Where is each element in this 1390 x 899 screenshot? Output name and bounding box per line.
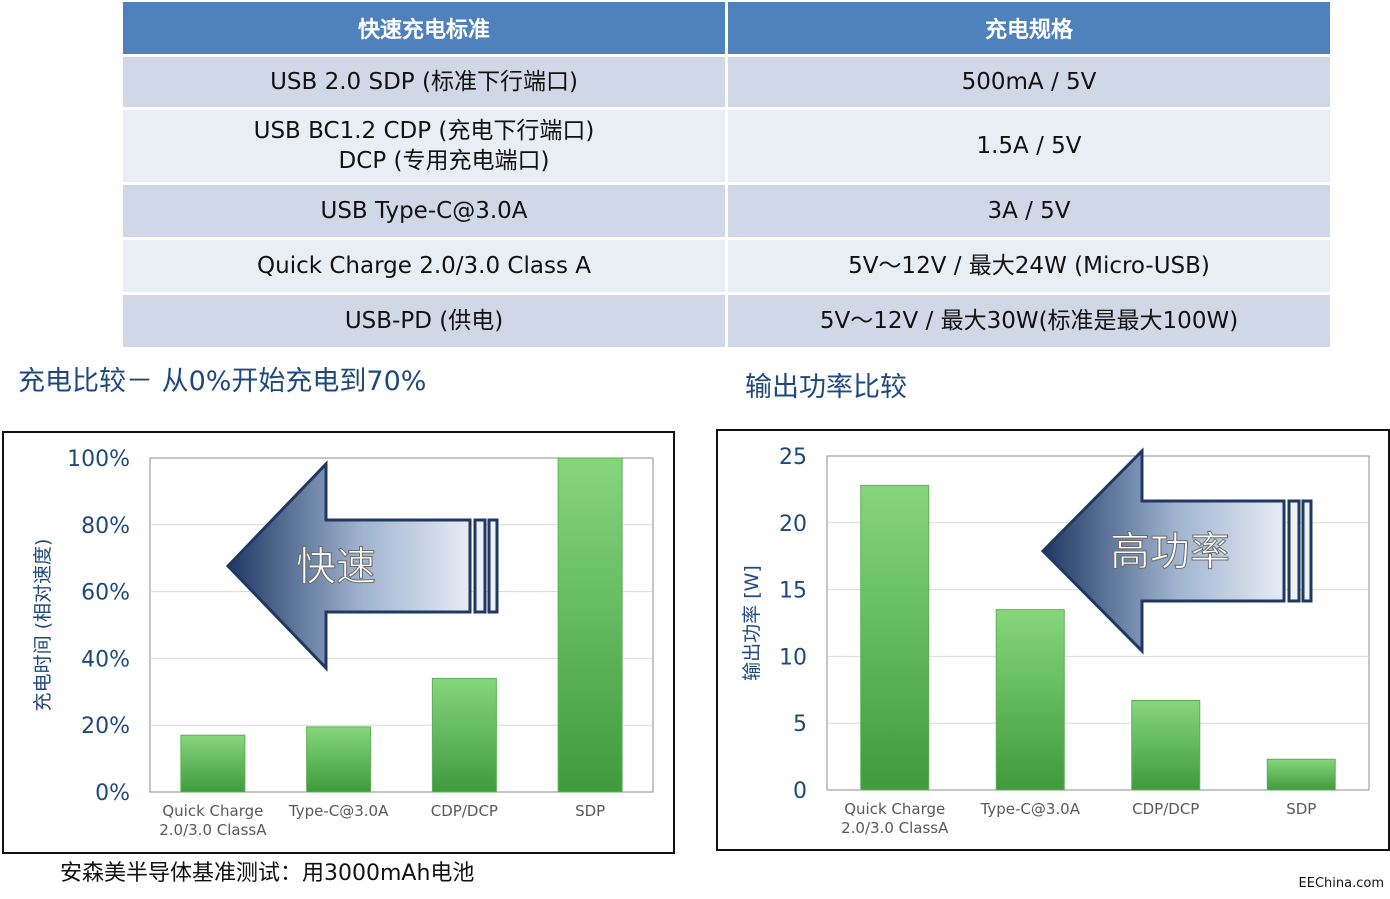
y-tick-label: 5 [793,712,807,737]
bar [180,734,246,793]
spec-cell: 500mA / 5V [728,57,1330,107]
y-tick-label: 20% [81,714,130,739]
x-tick-label: Quick Charge [844,800,945,818]
arrow-stripe [473,518,487,614]
annotation-label: 快速 [296,544,376,590]
y-tick-label: 40% [81,647,130,672]
site-credit: EEChina.com [1298,876,1384,891]
charging-standards-table: 快速充电标准 充电规格 USB 2.0 SDP (标准下行端口) 500mA /… [120,0,1333,350]
y-axis-label: 充电时间 (相对速度) [32,539,54,712]
y-tick-label: 10 [779,645,807,670]
annotation-label: 高功率 [1110,529,1230,575]
standard-cell: USB Type-C@3.0A [123,185,725,237]
y-tick-label: 0% [95,781,130,806]
x-tick-label: SDP [1286,800,1316,818]
spec-cell: 1.5A / 5V [728,110,1330,182]
table-row: USB 2.0 SDP (标准下行端口) 500mA / 5V [123,57,1330,107]
y-tick-label: 25 [779,445,807,470]
y-tick-label: 100% [67,447,130,472]
charging-comparison-title: 充电比较－ 从0%开始充电到70% [18,366,427,397]
table-header-row: 快速充电标准 充电规格 [123,2,1330,54]
x-tick-label: SDP [575,802,605,820]
bar [306,726,372,793]
output-power-chart: 0 5 10 15 20 25 输出功率 [W] 高功率 Quick Charge2.0/3.0… [741,445,1370,837]
arrow-stripe [1301,499,1313,603]
table-row: USB BC1.2 CDP (充电下行端口) DCP (专用充电端口) 1.5A… [123,110,1330,182]
power-comparison-title: 输出功率比较 [745,372,907,403]
bar [1131,699,1201,791]
bar [557,457,623,793]
standard-cell: USB BC1.2 CDP (充电下行端口) DCP (专用充电端口) [123,110,725,182]
header-spec: 充电规格 [728,2,1330,54]
charging-time-chart-frame: 0% 20% 40% 60% 80% 100% 充电时间 (相对速度) 快速 Quick Cha… [2,431,675,854]
standard-cell: Quick Charge 2.0/3.0 Class A [123,240,725,292]
y-tick-label: 60% [81,581,130,606]
bar [1266,758,1336,791]
footnote: 安森美半导体基准测试：用3000mAh电池 [60,861,475,886]
x-tick-label: 2.0/3.0 ClassA [841,819,949,837]
x-tick-label: Quick Charge [162,802,263,820]
standard-cell: USB 2.0 SDP (标准下行端口) [123,57,725,107]
x-tick-label: 2.0/3.0 ClassA [159,821,267,839]
table-row: Quick Charge 2.0/3.0 Class A 5V～12V / 最大… [123,240,1330,292]
y-tick-label: 15 [779,579,807,604]
arrow-stripe [487,518,499,614]
x-tick-label: CDP/DCP [431,802,498,820]
y-tick-label: 20 [779,512,807,537]
y-tick-label: 80% [81,514,130,539]
charging-time-chart: 0% 20% 40% 60% 80% 100% 充电时间 (相对速度) 快速 Quick Cha… [32,447,654,839]
header-standard: 快速充电标准 [123,2,725,54]
spec-cell: 3A / 5V [728,185,1330,237]
y-tick-label: 0 [793,779,807,804]
y-axis-label: 输出功率 [W] [741,565,763,681]
arrow-stripe [1287,499,1301,603]
spec-cell: 5V～12V / 最大30W(标准是最大100W) [728,295,1330,347]
x-tick-label: Type-C@3.0A [288,802,389,820]
annotation-arrow [225,460,472,672]
bar [431,677,497,793]
table-row: USB Type-C@3.0A 3A / 5V [123,185,1330,237]
standard-cell: USB-PD (供电) [123,295,725,347]
x-tick-label: Type-C@3.0A [980,800,1081,818]
spec-cell: 5V～12V / 最大24W (Micro-USB) [728,240,1330,292]
x-tick-label: CDP/DCP [1132,800,1199,818]
bar [995,609,1065,791]
annotation-arrow [1040,447,1286,655]
bar [860,484,930,791]
table-row: USB-PD (供电) 5V～12V / 最大30W(标准是最大100W) [123,295,1330,347]
